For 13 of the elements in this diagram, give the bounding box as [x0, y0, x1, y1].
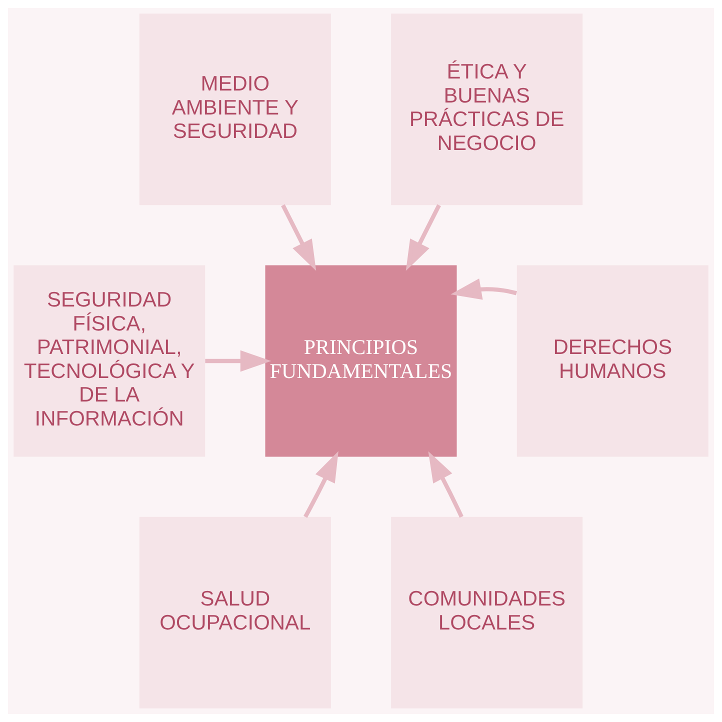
arrow: [281, 204, 316, 271]
node-box: MEDIO AMBIENTE Y SEGURIDAD: [139, 14, 331, 206]
node-box: DERECHOS HUMANOS: [516, 265, 708, 457]
node-box: ÉTICA Y BUENAS PRÁCTICAS DE NEGOCIO: [391, 14, 583, 206]
node-box: SALUD OCUPACIONAL: [139, 516, 331, 708]
node-box: COMUNIDADES LOCALES: [391, 516, 583, 708]
arrow: [304, 451, 338, 518]
arrow: [205, 350, 272, 372]
node-box: PRINCIPIOS FUNDAMENTALES: [265, 265, 457, 457]
arrow: [428, 451, 464, 518]
arrow: [406, 204, 441, 271]
node-box: SEGURIDAD FÍSICA, PATRIMONIAL, TECNOLÓGICA Y DE LA INFORMACIÓN: [14, 265, 206, 457]
arrow: [450, 278, 518, 300]
